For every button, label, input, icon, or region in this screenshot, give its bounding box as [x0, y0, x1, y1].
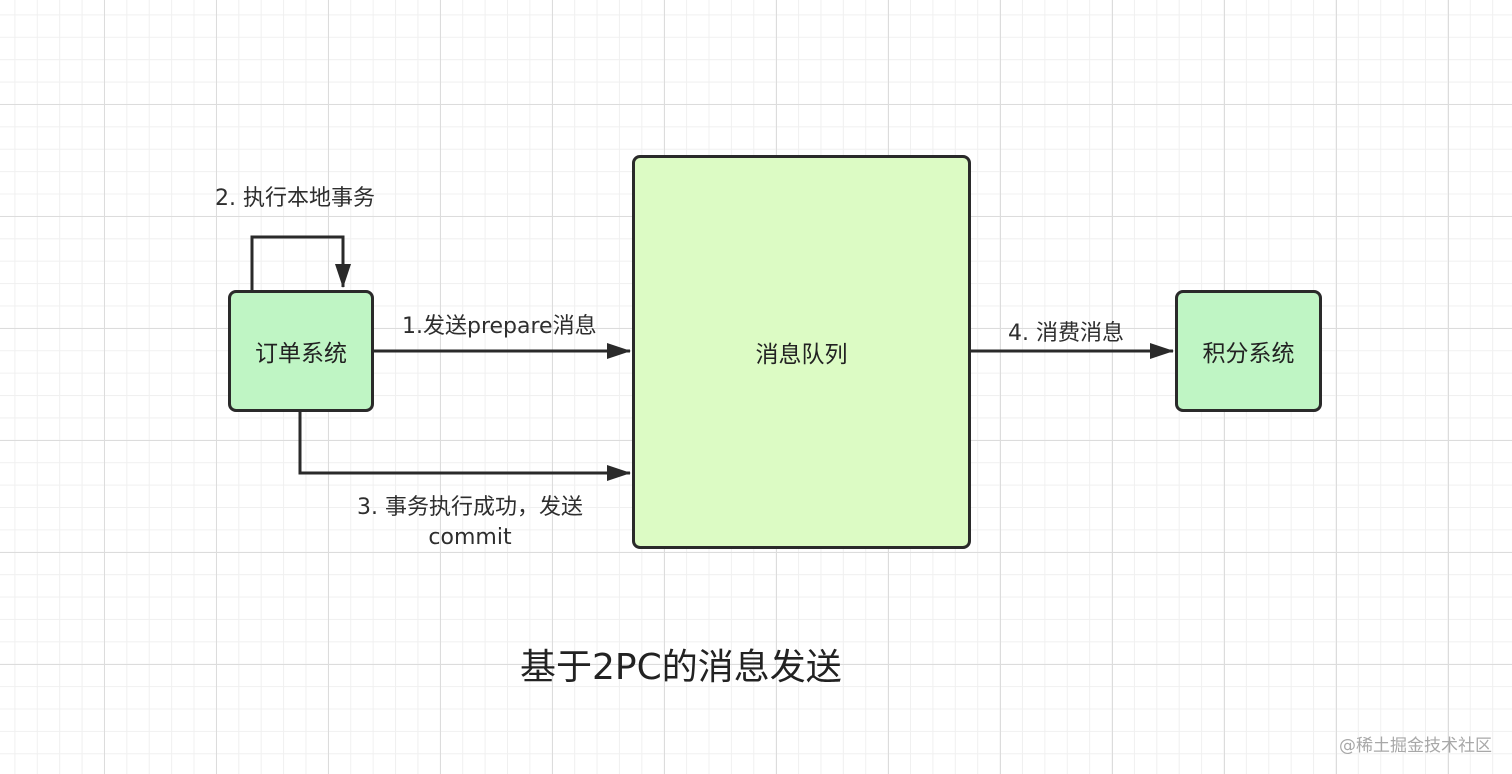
- step3-label: 3. 事务执行成功，发送commit: [357, 495, 583, 550]
- step2-label: 2. 执行本地事务: [215, 186, 375, 211]
- message-queue-node: 消息队列: [632, 155, 971, 549]
- diagram-title: 基于2PC的消息发送: [520, 647, 842, 688]
- order-system-label: 订单系统: [255, 341, 347, 367]
- step4-label: 4. 消费消息: [1008, 321, 1124, 346]
- points-system-node: 积分系统: [1175, 290, 1322, 412]
- commit-arrow: [298, 412, 631, 481]
- order-system-node: 订单系统: [228, 290, 374, 412]
- watermark: @稀土掘金技术社区: [1339, 736, 1492, 756]
- message-queue-label: 消息队列: [755, 342, 848, 368]
- points-system-label: 积分系统: [1202, 341, 1295, 367]
- step1-label: 1.发送prepare消息: [402, 314, 597, 339]
- self-loop-arrow: [250, 235, 351, 290]
